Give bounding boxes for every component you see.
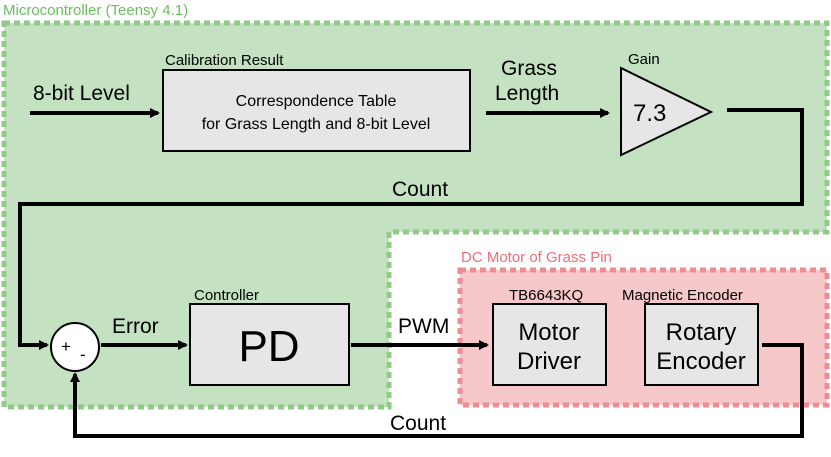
microcontroller-label: Microcontroller (Teensy 4.1)	[3, 2, 188, 19]
controller-label: PD	[238, 322, 299, 371]
count-bottom-label: Count	[390, 412, 446, 435]
gain-triangle	[620, 66, 714, 157]
encoder-caption: Magnetic Encoder	[622, 287, 743, 304]
calibration-text-line1: Correspondence Table	[236, 93, 397, 110]
grass-length-label-line2: Length	[495, 82, 559, 105]
input-signal-label: 8-bit Level	[33, 82, 130, 105]
gain-value: 7.3	[633, 100, 666, 127]
rotary-encoder-block	[644, 303, 759, 386]
grass-length-label-line1: Grass	[501, 57, 557, 80]
motor-driver-text-line1: Motor	[518, 319, 579, 346]
gain-output-line	[18, 108, 804, 350]
summing-junction	[50, 322, 100, 372]
motor-region-label: DC Motor of Grass Pin	[461, 249, 612, 266]
controller-caption: Controller	[194, 287, 259, 304]
error-label: Error	[112, 315, 159, 338]
calibration-caption: Calibration Result	[165, 52, 284, 69]
driver-caption: TB6643KQ	[509, 287, 583, 304]
motor-driver-text-line2: Driver	[517, 348, 581, 375]
gain-caption: Gain	[628, 51, 660, 68]
motor-driver-block	[492, 303, 607, 386]
summing-minus-sign: -	[80, 345, 86, 364]
controller-block	[189, 303, 350, 386]
count-top-label: Count	[392, 178, 448, 201]
pwm-label: PWM	[398, 315, 449, 338]
summing-plus-sign: +	[61, 337, 71, 356]
calibration-block	[162, 69, 471, 152]
calibration-text-line2: for Grass Length and 8-bit Level	[202, 116, 431, 133]
rotary-encoder-text-line2: Encoder	[656, 348, 745, 375]
encoder-feedback-line	[70, 343, 804, 438]
rotary-encoder-text-line1: Rotary	[666, 319, 737, 346]
